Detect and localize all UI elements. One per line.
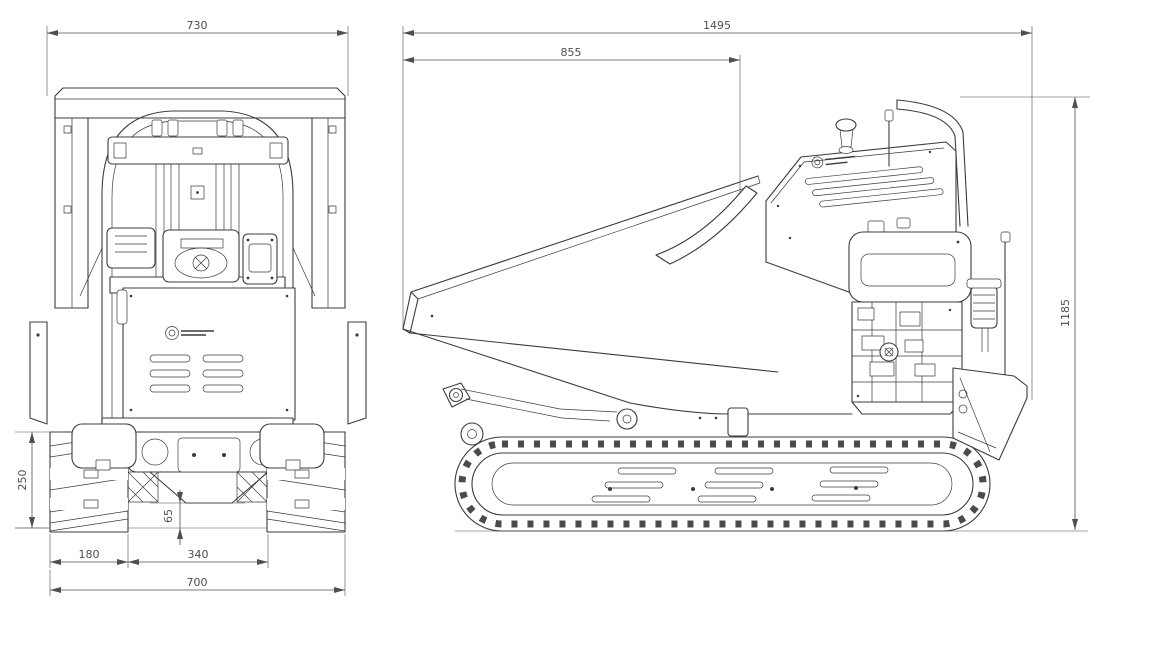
- handlebar: [896, 99, 969, 227]
- track-guards: [71, 423, 325, 471]
- air-filter-box: [106, 227, 156, 269]
- dim-overall-width: 700: [49, 534, 346, 596]
- track-height-label: 250: [16, 470, 29, 491]
- vent-slots: [149, 354, 244, 393]
- chassis-arms: [442, 382, 853, 446]
- track-gauge-label: 340: [188, 548, 209, 561]
- side-hinge-plates: [29, 321, 367, 425]
- brand-logo-icon: [165, 326, 214, 340]
- throttle-rod: [884, 109, 894, 167]
- track-side: [454, 436, 991, 532]
- muffler: [966, 278, 1002, 352]
- pivot-joint: [616, 408, 638, 430]
- hood-vent-slot: [819, 188, 944, 208]
- dump-bed-side-walls: [54, 117, 346, 309]
- dump-bed-rim: [54, 87, 346, 119]
- rear-bracket: [952, 367, 1028, 461]
- dim-track-width: 180: [49, 534, 129, 568]
- side-view: 1495 855: [402, 19, 1090, 532]
- overall-height-label: 1185: [1059, 299, 1072, 327]
- left-hatch: [127, 471, 159, 503]
- right-hatch: [236, 471, 268, 503]
- engine-block-side: [851, 301, 963, 415]
- fuel-tank: [848, 217, 972, 303]
- track-frame-slots: [591, 466, 889, 503]
- left-track-rear: [49, 431, 129, 533]
- hopper-support-bracket: [655, 185, 758, 265]
- dim-track-gauge: 340: [128, 534, 269, 568]
- center-junction-box: [190, 185, 205, 200]
- dim-hopper-length: 855: [403, 46, 741, 205]
- hopper-side: [402, 175, 779, 404]
- front-idler: [460, 422, 484, 446]
- crossbar: [107, 136, 289, 165]
- rear-body-panel: [116, 287, 296, 421]
- hood-vent-slot: [804, 166, 924, 185]
- lift-rod: [1000, 231, 1011, 376]
- dim-overall-length: 1495: [402, 19, 1033, 400]
- hood-vent-slot: [812, 177, 935, 197]
- chassis-underside: [127, 471, 269, 504]
- gearbox: [727, 407, 749, 437]
- overall-width-label: 700: [187, 576, 208, 589]
- brand-logo-icon-side: [811, 155, 856, 169]
- track-width-label: 180: [79, 548, 100, 561]
- rear-top-width-label: 730: [187, 19, 208, 32]
- overall-length-label: 1495: [703, 19, 731, 32]
- ground-clearance-label: 65: [162, 509, 175, 523]
- frame-clamps: [151, 119, 244, 137]
- hopper-length-label: 855: [561, 46, 582, 59]
- hydraulic-block: [242, 233, 278, 285]
- dim-ground-clearance: 65: [150, 490, 245, 545]
- dim-overall-height: 1185: [960, 96, 1090, 530]
- control-lever-knob: [835, 118, 857, 154]
- rear-view: 730: [15, 19, 367, 596]
- engine-rear: [106, 227, 278, 285]
- dim-rear-top-width: 730: [46, 19, 349, 96]
- dim-track-height: 250: [15, 431, 58, 529]
